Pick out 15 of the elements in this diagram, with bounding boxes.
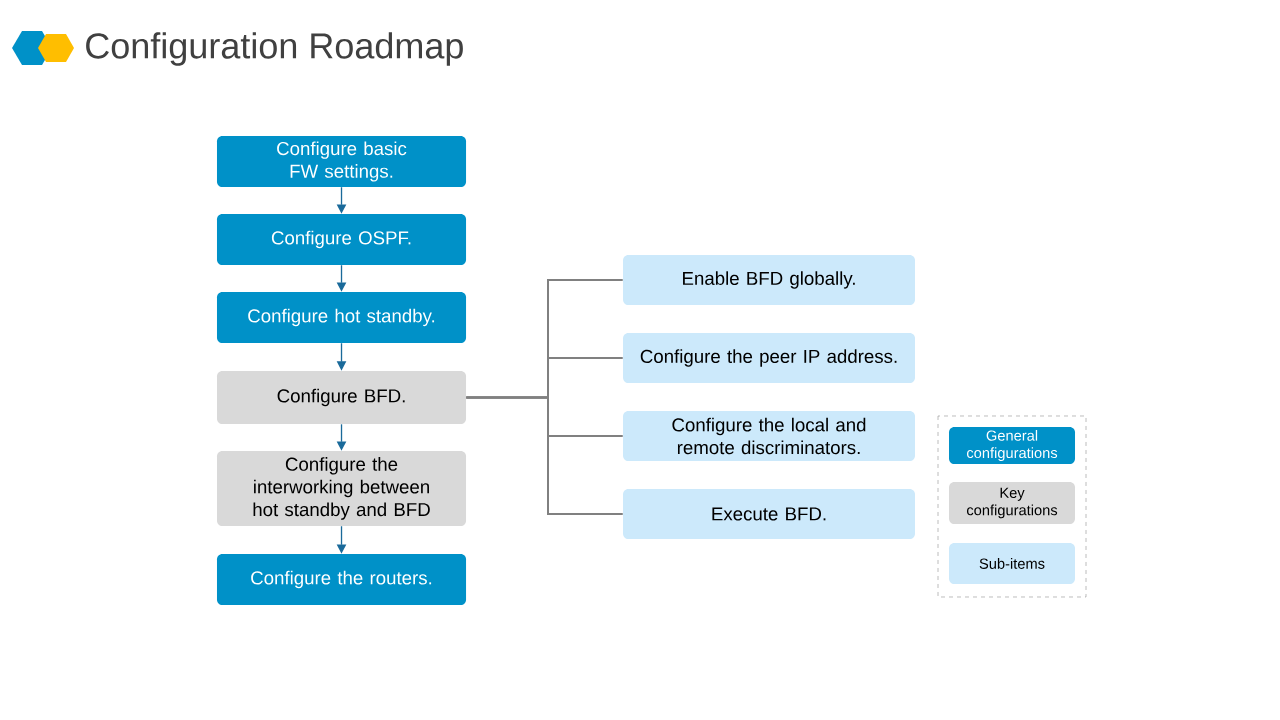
sub-item-box: Configure the local and remote discriminators. (623, 411, 915, 461)
sub-item-box: Configure the peer IP address. (623, 333, 915, 383)
legend-item: General configurations (949, 427, 1075, 464)
process-box: Configure the routers. (217, 554, 467, 605)
process-box: Configure BFD. (217, 370, 467, 425)
legend-item: Key configurations (949, 482, 1075, 524)
connector-line (465, 396, 624, 515)
process-box: Configure basic FW settings. (217, 136, 467, 187)
sub-item-box: Execute BFD. (623, 489, 915, 539)
legend-item: Sub-items (949, 543, 1075, 584)
process-box: Configure OSPF. (217, 214, 467, 265)
process-box: Configure the interworking between hot standby and BFD (217, 451, 467, 526)
process-box: Configure hot standby. (217, 292, 467, 343)
title: Configuration Roadmap (86, 32, 463, 66)
sub-item-box: Enable BFD globally. (623, 255, 915, 305)
